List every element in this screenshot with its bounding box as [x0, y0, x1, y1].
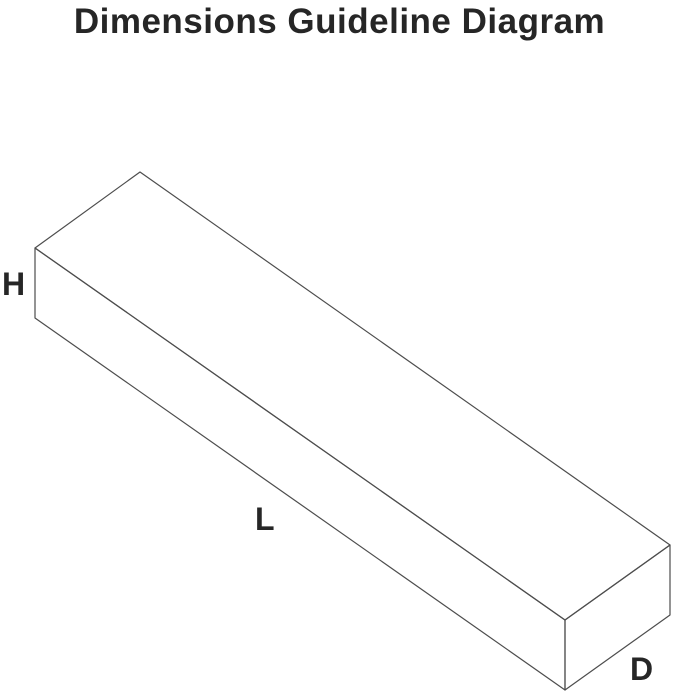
box-front-face [34, 247, 566, 691]
height-label: H [2, 266, 25, 302]
length-label: L [255, 501, 275, 537]
page-title: Dimensions Guideline Diagram [73, 2, 606, 41]
box-right-face [564, 544, 671, 691]
box-top-face [34, 171, 671, 621]
depth-label: D [630, 651, 653, 687]
